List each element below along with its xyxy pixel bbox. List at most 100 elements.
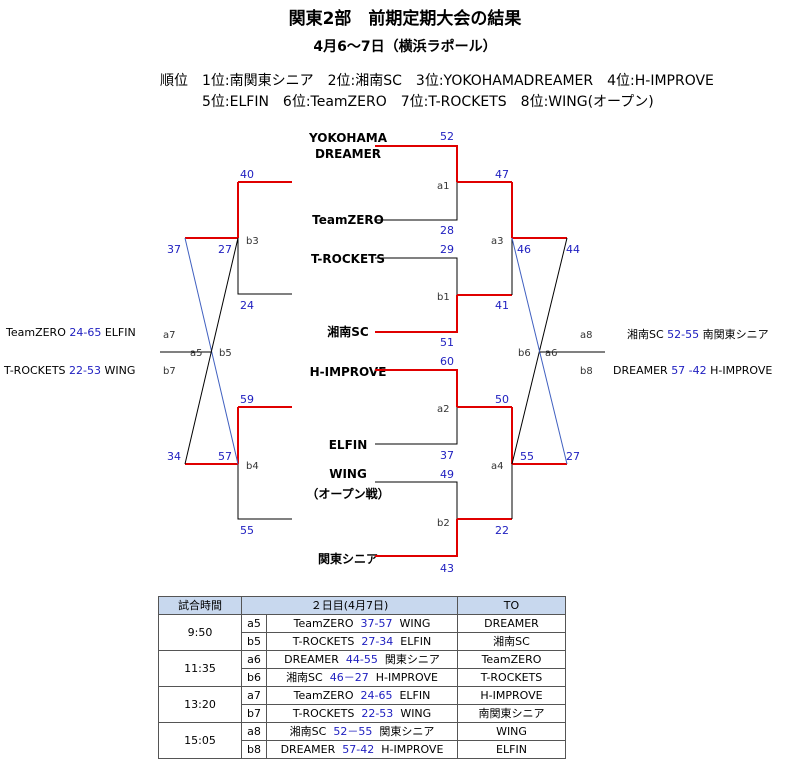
side-a8-score: 52-55: [667, 328, 700, 341]
score-left-37: 37: [167, 243, 181, 256]
label-b5: b5: [219, 348, 232, 359]
side-result-a8: 湘南SC 52-55 南関東シニア: [627, 326, 769, 342]
bracket-line-a2-loser: [375, 407, 458, 445]
team-t-rockets: T-ROCKETS: [311, 252, 385, 266]
header-to: TO: [457, 596, 566, 615]
match-cell: T-ROCKETS 27-34 ELFIN: [266, 632, 458, 651]
match-code: b8: [241, 740, 267, 759]
match-score: 57-42: [342, 742, 375, 756]
bracket-line-b2-loser: [375, 481, 458, 519]
bracket-line-a1-winner: [375, 145, 458, 182]
bracket-line-b1-loser: [375, 257, 458, 295]
score-b3-top: 40: [240, 168, 254, 181]
bracket-line-a2-winner: [375, 369, 458, 407]
score-right-44: 44: [566, 243, 580, 256]
schedule-header-row: 試合時間 ２日目(4月7日) TO: [158, 596, 566, 615]
team-wing-line1: WING: [329, 467, 367, 481]
label-b6: b6: [518, 348, 531, 359]
side-a7-score: 24-65: [69, 326, 102, 339]
tournament-bracket: YOKOHAMA DREAMER TeamZERO T-ROCKETS 湘南SC…: [160, 130, 605, 575]
score-b3-bottom: 24: [240, 299, 254, 312]
slot-time: 15:05: [158, 722, 242, 759]
score-b4-bottom: 55: [240, 524, 254, 537]
score-right-55: 55: [520, 450, 534, 463]
match-team1: T-ROCKETS: [292, 706, 355, 720]
table-row: 11:35 a6 DREAMER 44-55 関東シニア TeamZERO: [158, 650, 566, 687]
match-team2: ELFIN: [399, 688, 431, 702]
side-result-b7: T-ROCKETS 22-53 WING: [4, 364, 135, 377]
label-a3: a3: [491, 236, 504, 247]
match-team2: WING: [399, 616, 431, 630]
side-a7-team2: ELFIN: [104, 326, 136, 339]
to-team: WING: [457, 722, 566, 741]
label-b2: b2: [437, 518, 450, 529]
score-a1-top: 52: [440, 130, 454, 143]
slot-time: 11:35: [158, 650, 242, 687]
team-yokohama-dreamer-line2: DREAMER: [315, 147, 381, 161]
score-a4-top: 50: [495, 393, 509, 406]
match-score: 24-65: [360, 688, 393, 702]
match-code: a7: [241, 686, 267, 705]
label-a8: a8: [580, 330, 593, 341]
bracket-line-a1-loser: [375, 182, 458, 221]
match-cell: T-ROCKETS 22-53 WING: [266, 704, 458, 723]
header-day: ２日目(4月7日): [241, 596, 458, 615]
team-yokohama-dreamer-line1: YOKOHAMA: [308, 131, 388, 145]
match-score: 22-53: [361, 706, 394, 720]
score-a3-top: 47: [495, 168, 509, 181]
label-a6: a6: [545, 348, 558, 359]
score-a3-bottom: 41: [495, 299, 509, 312]
match-code: b5: [241, 632, 267, 651]
to-team: 湘南SC: [457, 632, 566, 651]
score-b4-top: 59: [240, 393, 254, 406]
side-b8-team1: DREAMER: [613, 364, 668, 377]
bracket-line-b4-bottom: [237, 464, 292, 520]
match-team2: 関東シニア: [384, 652, 440, 666]
side-b7-team1: T-ROCKETS: [4, 364, 66, 377]
schedule-table: 試合時間 ２日目(4月7日) TO 9:50 a5 TeamZERO 37-57…: [158, 596, 566, 759]
side-a8-team2: 南関東シニア: [702, 328, 769, 341]
match-cell: 湘南SC 52－55 関東シニア: [266, 722, 458, 741]
match-team1: DREAMER: [284, 652, 339, 666]
label-b1: b1: [437, 292, 450, 303]
to-team: H-IMPROVE: [457, 686, 566, 705]
table-row: b7 T-ROCKETS 22-53 WING 南関東シニア: [159, 704, 566, 723]
rankings-line-1: 順位 1位:南関東シニア 2位:湘南SC 3位:YOKOHAMADREAMER …: [160, 73, 714, 89]
score-left-27: 27: [218, 243, 232, 256]
match-team2: H-IMPROVE: [381, 742, 444, 756]
table-row: 13:20 a7 TeamZERO 24-65 ELFIN H-IMPROVE: [158, 686, 566, 723]
match-team1: TeamZERO: [293, 616, 354, 630]
table-row: b6 湘南SC 46－27 H-IMPROVE T-ROCKETS: [159, 668, 566, 687]
team-shonan-sc: 湘南SC: [327, 324, 369, 339]
match-team1: 湘南SC: [286, 670, 323, 684]
side-a7-team1: TeamZERO: [6, 326, 66, 339]
rankings-line-2: 5位:ELFIN 6位:TeamZERO 7位:T-ROCKETS 8位:WIN…: [202, 94, 654, 110]
match-score: 27-34: [361, 634, 394, 648]
to-team: DREAMER: [457, 614, 566, 633]
score-a1-bottom: 28: [440, 224, 454, 237]
match-cell: DREAMER 44-55 関東シニア: [266, 650, 458, 669]
to-team: TeamZERO: [457, 650, 566, 669]
match-code: a6: [241, 650, 267, 669]
side-b8-score: 57 -42: [671, 364, 707, 377]
score-b1-top: 29: [440, 243, 454, 256]
label-b4: b4: [246, 461, 259, 472]
label-b3: b3: [246, 236, 259, 247]
match-code: b6: [241, 668, 267, 687]
table-row: b8 DREAMER 57-42 H-IMPROVE ELFIN: [159, 740, 566, 759]
page-subtitle: 4月6～7日（横浜ラポール）: [313, 39, 497, 55]
side-result-b8: DREAMER 57 -42 H-IMPROVE: [613, 364, 772, 377]
table-row: 9:50 a5 TeamZERO 37-57 WING DREAMER: [158, 614, 566, 651]
label-a2: a2: [437, 404, 450, 415]
score-left-57: 57: [218, 450, 232, 463]
bracket-line-b2-winner: [375, 519, 458, 557]
table-row: 15:05 a8 湘南SC 52－55 関東シニア WING: [158, 722, 566, 759]
match-team2: 関東シニア: [379, 724, 435, 738]
match-cell: TeamZERO 37-57 WING: [266, 614, 458, 633]
side-b8-team2: H-IMPROVE: [710, 364, 773, 377]
match-cell: TeamZERO 24-65 ELFIN: [266, 686, 458, 705]
table-row: b5 T-ROCKETS 27-34 ELFIN 湘南SC: [159, 632, 566, 651]
match-score: 52－55: [333, 724, 373, 738]
side-a8-team1: 湘南SC: [627, 328, 664, 341]
label-a5: a5: [190, 348, 203, 359]
